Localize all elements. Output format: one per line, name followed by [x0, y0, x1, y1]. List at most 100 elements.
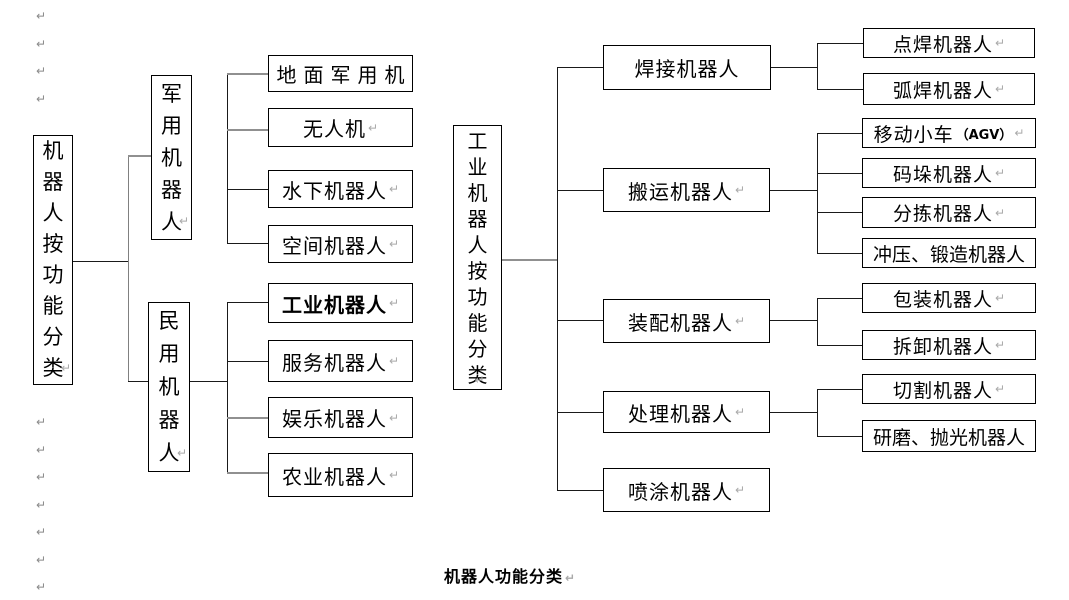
- node-agriculture-robot[interactable]: 农业机器人 ↵: [268, 453, 413, 497]
- node-label: 冲压、锻造机器人: [872, 243, 1025, 266]
- connector-line: [771, 67, 817, 68]
- node-label: 移动小车: [873, 123, 954, 146]
- node-agv-cart[interactable]: 移动小车 （AGV） ↵: [862, 118, 1036, 148]
- paragraph-mark-icon: ↵: [36, 9, 47, 23]
- paragraph-mark-icon: ↵: [60, 361, 71, 375]
- node-underwater-robot[interactable]: 水下机器人 ↵: [268, 170, 413, 208]
- node-stamping-forging-robot[interactable]: 冲压、锻造机器人: [862, 238, 1036, 268]
- paragraph-mark-icon: ↵: [388, 354, 400, 368]
- node-label: 包装机器人: [892, 288, 993, 311]
- node-drone[interactable]: 无人机 ↵: [268, 108, 413, 147]
- node-label: 工业机器人按功能分类: [467, 128, 488, 387]
- node-spot-welding-robot[interactable]: 点焊机器人 ↵: [863, 28, 1035, 58]
- node-sorting-robot[interactable]: 分拣机器人 ↵: [862, 197, 1036, 228]
- connector-line: [557, 320, 603, 321]
- paragraph-mark-icon: ↵: [36, 92, 47, 106]
- paragraph-mark-icon: ↵: [36, 498, 47, 512]
- connector-line: [770, 190, 817, 191]
- connector-line: [770, 412, 817, 413]
- paragraph-mark-icon: ↵: [36, 580, 47, 594]
- node-service-robot[interactable]: 服务机器人 ↵: [268, 340, 413, 382]
- node-label: 无人机: [302, 117, 366, 141]
- diagram-caption: 机器人功能分类↵: [380, 563, 640, 587]
- connector-line: [128, 155, 153, 157]
- node-arc-welding-robot[interactable]: 弧焊机器人 ↵: [863, 73, 1035, 105]
- paragraph-mark-icon: ↵: [994, 82, 1006, 96]
- connector-line: [227, 417, 268, 419]
- paragraph-mark-icon: ↵: [734, 483, 746, 497]
- connector-line: [817, 133, 818, 253]
- paragraph-mark-icon: ↵: [36, 525, 47, 539]
- connector-line: [557, 490, 603, 491]
- node-civil-robots[interactable]: 民用机器人 ↵: [148, 302, 190, 472]
- paragraph-mark-icon: ↵: [994, 338, 1006, 352]
- connector-line: [227, 74, 228, 244]
- connector-line: [128, 156, 129, 382]
- paragraph-mark-icon: ↵: [734, 183, 746, 197]
- connector-line: [227, 302, 228, 473]
- node-label: 分拣机器人: [892, 203, 993, 225]
- node-packaging-robot[interactable]: 包装机器人 ↵: [862, 283, 1036, 313]
- paragraph-mark-icon: ↵: [178, 214, 189, 228]
- node-label: 机器人按功能分类: [42, 139, 64, 380]
- node-ground-military[interactable]: 地面军用机: [268, 55, 413, 92]
- paragraph-mark-icon: ↵: [176, 446, 187, 460]
- connector-line: [557, 412, 603, 413]
- node-assembly-robot[interactable]: 装配机器人 ↵: [603, 299, 770, 343]
- node-root-function-classification[interactable]: 机器人按功能分类 ↵: [33, 135, 73, 385]
- connector-line: [557, 67, 603, 68]
- paragraph-mark-icon: ↵: [36, 470, 47, 484]
- node-label: 娱乐机器人: [281, 407, 387, 431]
- node-label: 工业机器人: [281, 292, 387, 317]
- node-entertainment-robot[interactable]: 娱乐机器人 ↵: [268, 397, 413, 438]
- connector-line: [557, 67, 558, 490]
- node-cutting-robot[interactable]: 切割机器人 ↵: [862, 374, 1036, 404]
- node-label: 拆卸机器人: [892, 335, 993, 358]
- paragraph-mark-icon: ↵: [474, 373, 485, 387]
- paragraph-mark-icon: ↵: [388, 182, 400, 196]
- node-spray-painting-robot[interactable]: 喷涂机器人 ↵: [603, 468, 770, 512]
- node-disassembly-robot[interactable]: 拆卸机器人 ↵: [862, 330, 1036, 360]
- paragraph-mark-icon: ↵: [734, 405, 746, 419]
- paragraph-mark-icon: ↵: [994, 166, 1006, 180]
- connector-line: [227, 361, 268, 362]
- connector-line: [227, 302, 268, 303]
- node-handling-robot[interactable]: 搬运机器人 ↵: [603, 168, 770, 212]
- node-military-robots[interactable]: 军用机器人 ↵: [151, 75, 192, 240]
- node-industrial-robot[interactable]: 工业机器人 ↵: [268, 283, 413, 323]
- connector-line: [817, 253, 862, 254]
- node-label: 水下机器人: [281, 178, 387, 203]
- node-processing-robot[interactable]: 处理机器人 ↵: [603, 391, 770, 433]
- node-label: 点焊机器人: [892, 33, 993, 56]
- node-label: 空间机器人: [281, 233, 387, 258]
- connector-line: [817, 389, 862, 390]
- connector-line: [227, 73, 268, 75]
- node-space-robot[interactable]: 空间机器人 ↵: [268, 225, 413, 263]
- connector-line: [817, 43, 863, 44]
- connector-line: [817, 345, 862, 346]
- paragraph-mark-icon: ↵: [36, 64, 47, 78]
- connector-line: [502, 259, 557, 261]
- connector-line: [227, 243, 268, 244]
- node-palletizing-robot[interactable]: 码垛机器人 ↵: [862, 158, 1036, 188]
- paragraph-mark-icon: ↵: [994, 36, 1006, 50]
- caption-text: 机器人功能分类: [443, 567, 563, 586]
- node-industrial-root[interactable]: 工业机器人按功能分类 ↵: [453, 125, 502, 390]
- node-label: 研磨、抛光机器人: [872, 426, 1025, 449]
- connector-line: [227, 189, 268, 190]
- connector-line: [557, 190, 603, 191]
- paragraph-mark-icon: ↵: [388, 410, 400, 425]
- node-label: 处理机器人: [627, 401, 733, 426]
- node-label: 喷涂机器人: [627, 479, 733, 504]
- paragraph-mark-icon: ↵: [564, 571, 577, 585]
- connector-line: [227, 472, 268, 474]
- paragraph-mark-icon: ↵: [388, 237, 400, 251]
- paragraph-mark-icon: ↵: [388, 296, 400, 310]
- node-grinding-polishing-robot[interactable]: 研磨、抛光机器人: [862, 420, 1036, 452]
- connector-line: [817, 173, 862, 174]
- paragraph-mark-icon: ↵: [36, 443, 47, 457]
- connector-line: [128, 381, 148, 382]
- paragraph-mark-icon: ↵: [367, 120, 379, 135]
- node-welding-robot[interactable]: 焊接机器人: [603, 45, 771, 90]
